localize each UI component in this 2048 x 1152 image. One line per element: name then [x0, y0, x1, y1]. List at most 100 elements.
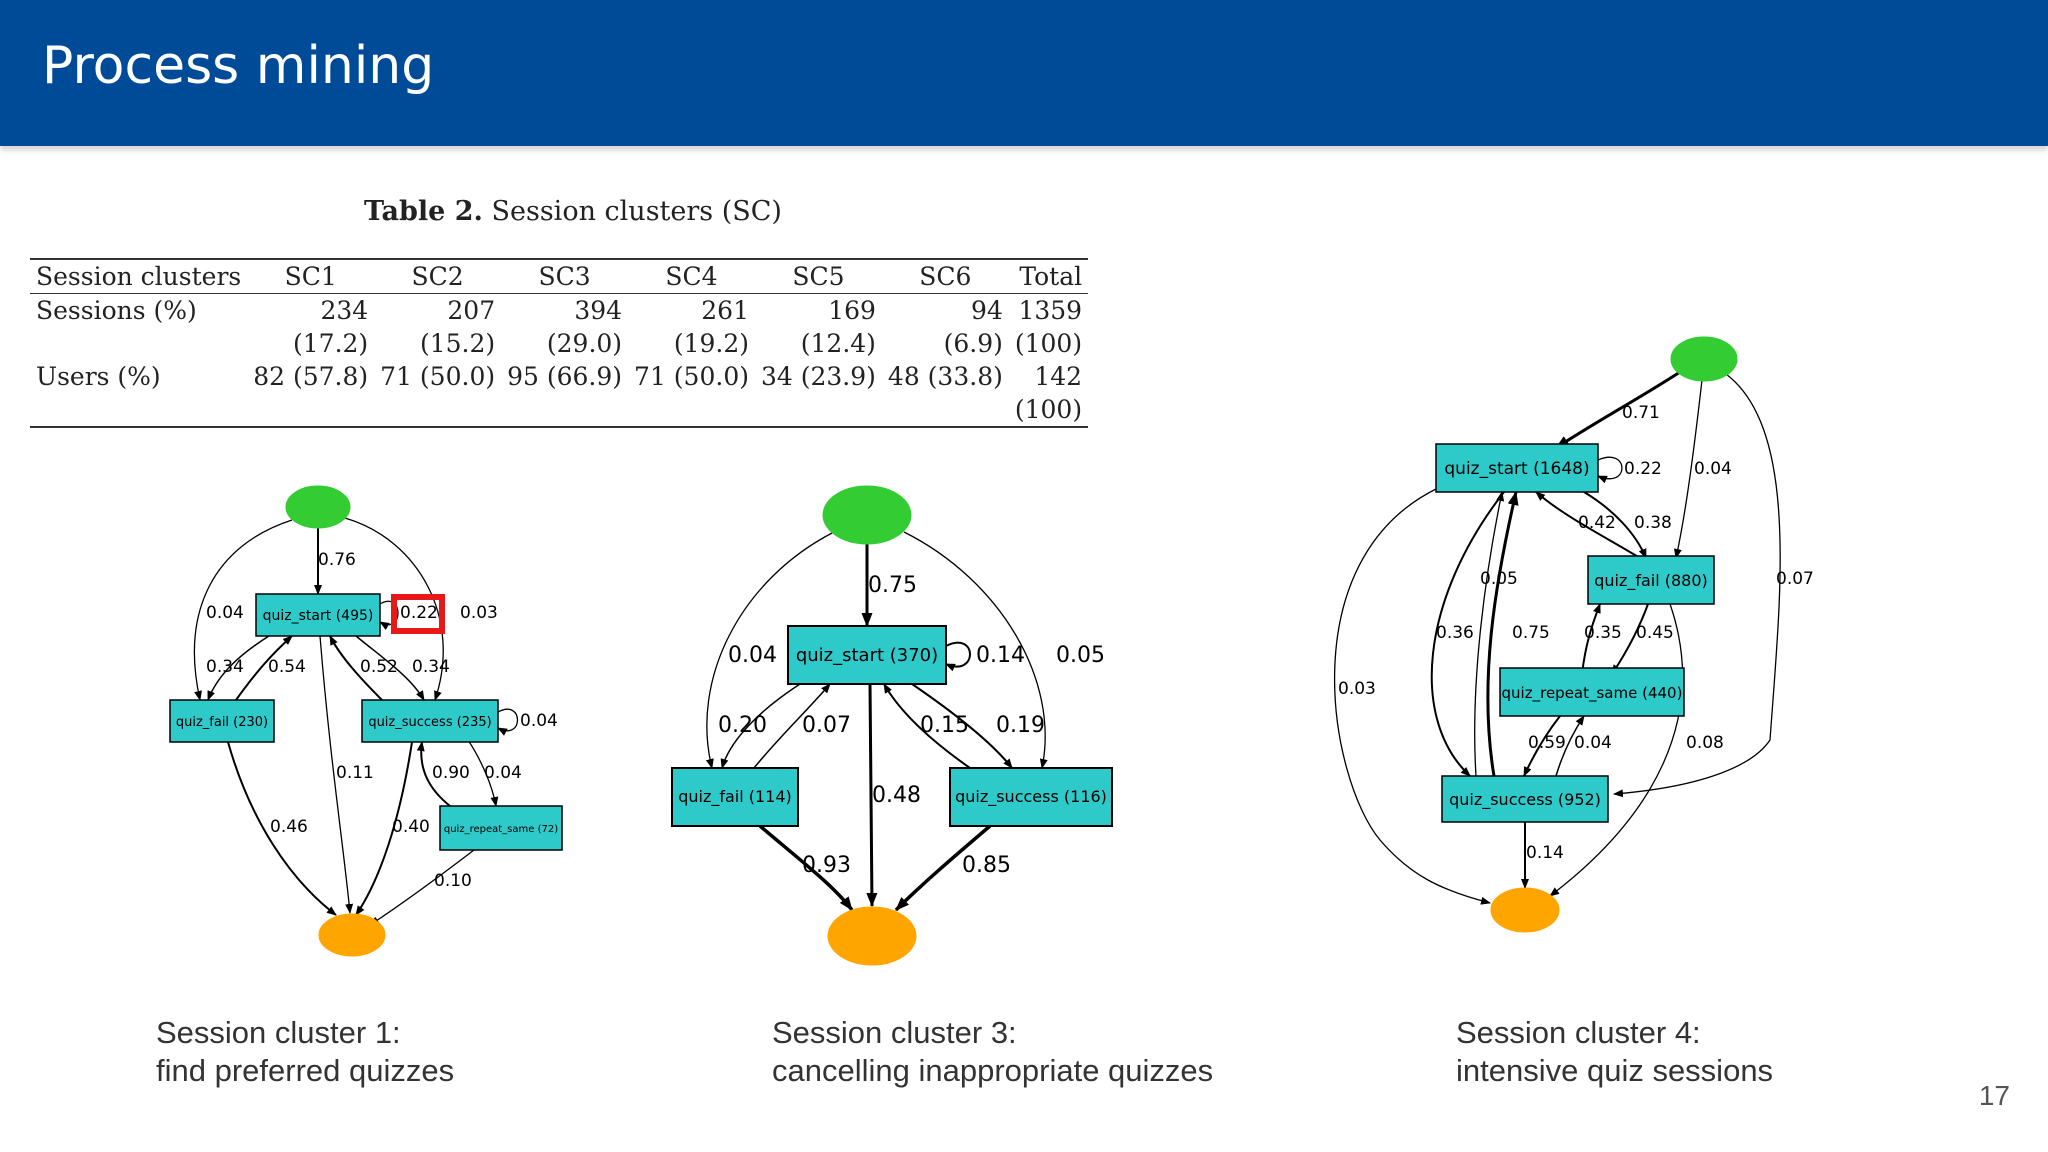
edge-label: 0.04 [484, 763, 522, 783]
edge-label: 0.15 [920, 713, 969, 738]
table-cell: 142 [1034, 362, 1083, 391]
page-number: 17 [1978, 1080, 2010, 1111]
table-cell: (6.9) [943, 329, 1003, 358]
sc4-caption: Session cluster 4: intensive quiz sessio… [1456, 1014, 1773, 1090]
table-caption-label: Table 2. [364, 196, 483, 227]
slide-header: Process mining [0, 0, 2048, 146]
edge-label: 0.34 [206, 657, 244, 677]
edge-qs-fail [720, 683, 801, 769]
table-cell: 82 (57.8) [253, 362, 369, 391]
edge-fail-end [227, 741, 337, 916]
quiz-fail-node [671, 767, 799, 827]
sc1-process-graph [169, 485, 563, 957]
edge-qs-fail [207, 633, 273, 701]
sc3-process-graph [671, 485, 1113, 966]
table-cell: 394 [574, 296, 623, 325]
table-row: Users (%) 82 (57.8) 71 (50.0) 95 (66.9) … [30, 360, 1088, 393]
table-cell: (12.4) [800, 329, 876, 358]
quiz-repeat-same-node [439, 805, 563, 851]
quiz-start-node [787, 625, 947, 685]
edge-label: 0.03 [460, 603, 498, 623]
edge-label: 0.08 [1686, 733, 1724, 753]
edge-label: 0.54 [268, 657, 306, 677]
table-caption: Table 2. Session clusters (SC) [364, 196, 782, 227]
edge-label: 0.11 [336, 763, 374, 783]
table-row: (100) [30, 393, 1088, 427]
caption-line: intensive quiz sessions [1456, 1053, 1774, 1088]
edge-qs-end [319, 635, 354, 914]
edge-label: 0.22 [400, 603, 438, 623]
node-label: quiz_start (1648) [1444, 459, 1589, 479]
quiz-success-node [1441, 775, 1609, 823]
edge-label: 0.76 [318, 550, 356, 570]
edge-qs-end [866, 683, 878, 907]
table-row: Sessions (%) 234 207 394 261 169 94 1359 [30, 294, 1088, 328]
edge-label: 0.52 [360, 657, 398, 677]
edge-start-success [1613, 373, 1781, 798]
edge-fail-end [1549, 603, 1684, 897]
edge-label: 0.04 [1694, 459, 1732, 479]
edge-label: 0.45 [1636, 623, 1674, 643]
edge-fail-qs [235, 635, 293, 701]
table-cell: 48 (33.8) [887, 362, 1003, 391]
edge-repeat-success [416, 741, 451, 807]
edge-success-self [497, 708, 518, 736]
edge-label: 0.75 [868, 573, 917, 598]
edge-label: 0.14 [1526, 843, 1564, 863]
caption-line: Session cluster 3: [772, 1015, 1017, 1050]
table-cell: 1359 [1018, 296, 1083, 325]
edge-label: 0.20 [718, 713, 767, 738]
edge-label: 0.05 [1056, 643, 1105, 668]
table-cell: 207 [447, 296, 496, 325]
column-header: SC5 [754, 259, 882, 294]
row-label: Sessions (%) [36, 296, 197, 325]
table-cell: 234 [320, 296, 369, 325]
start-node [1670, 336, 1738, 382]
edge-label: 0.35 [1584, 623, 1622, 643]
edge-label: 0.36 [1436, 623, 1474, 643]
edge-label: 0.46 [270, 817, 308, 837]
edge-label: 0.19 [996, 713, 1045, 738]
session-clusters-table: Session clusters SC1 SC2 SC3 SC4 SC5 SC6… [30, 258, 1089, 428]
edge-label: 0.04 [520, 711, 558, 731]
edge-success-qs [883, 683, 971, 769]
quiz-repeat-same-node [1499, 667, 1685, 717]
edge-start-fail [193, 519, 293, 701]
node-label: quiz_fail (230) [176, 715, 268, 730]
edge-label: 0.14 [976, 643, 1025, 668]
table-cell: (19.2) [673, 329, 749, 358]
row-label: Users (%) [36, 362, 161, 391]
edge-qs-end [1334, 487, 1491, 905]
node-label: quiz_success (116) [955, 787, 1107, 807]
edge-qs-success [911, 683, 1013, 769]
edge-qs-self [945, 641, 971, 672]
end-node [1490, 887, 1560, 933]
edge-label: 0.07 [802, 713, 851, 738]
edge-start-fail [705, 531, 835, 769]
edge-label: 0.22 [1624, 459, 1662, 479]
edge-success-qs-a [1474, 491, 1505, 777]
edge-label: 0.05 [1480, 569, 1518, 589]
caption-line: Session cluster 4: [1456, 1015, 1701, 1050]
table-header-row: Session clusters SC1 SC2 SC3 SC4 SC5 SC6… [30, 259, 1089, 294]
node-label: quiz_repeat_same (72) [444, 824, 558, 835]
edge-label: 0.71 [1622, 403, 1660, 423]
highlight-box [391, 594, 445, 634]
node-label: quiz_start (495) [263, 608, 374, 624]
edge-label: 0.04 [206, 603, 244, 623]
edge-repeat-success [1523, 715, 1561, 777]
table-row: (17.2) (15.2) (29.0) (19.2) (12.4) (6.9)… [30, 327, 1088, 360]
edge-success-repeat [1555, 715, 1585, 777]
edge-label: 0.40 [392, 817, 430, 837]
quiz-success-node [949, 767, 1113, 827]
edge-label: 0.48 [872, 783, 921, 808]
table-caption-text: Session clusters (SC) [491, 196, 782, 227]
end-node [827, 906, 917, 966]
node-label: quiz_fail (880) [1594, 571, 1708, 591]
edge-success-qs [329, 635, 383, 701]
table-cell: 71 (50.0) [634, 362, 749, 391]
sc3-caption: Session cluster 3: cancelling inappropri… [772, 1014, 1213, 1090]
edge-success-end [894, 824, 992, 912]
edge-label: 0.93 [802, 853, 851, 878]
